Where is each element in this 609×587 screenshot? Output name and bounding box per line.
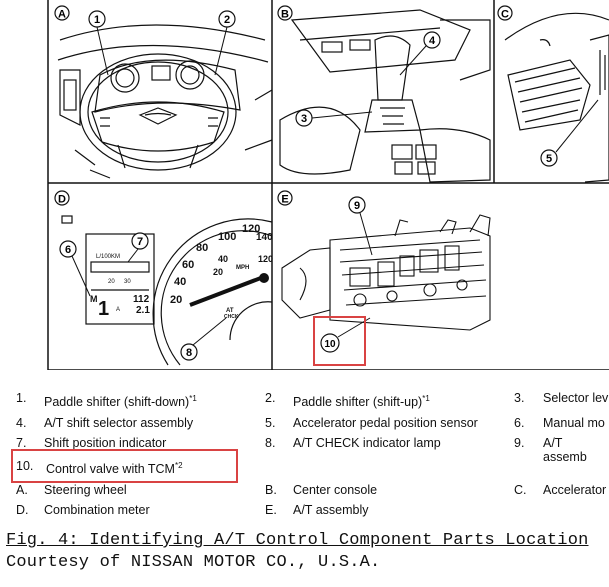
check-label: CHCK	[224, 314, 239, 320]
legend-num: 2.	[265, 391, 276, 405]
lcd-scale: 30	[124, 279, 131, 285]
panel-c-labels: C 5	[497, 5, 599, 167]
panel-b-letter: B	[281, 9, 289, 21]
callout-10-highlight	[313, 316, 366, 366]
legend-text: Combination meter	[44, 503, 150, 517]
gauge-label: 40	[174, 276, 186, 288]
legend-text: Center console	[293, 483, 378, 497]
legend-num: 1.	[16, 391, 27, 405]
panel-d-needle	[189, 273, 269, 307]
panel-a-steering-wheel	[57, 24, 273, 179]
legend-text: Selector lev	[543, 391, 609, 405]
legend-text: Shift position indicator	[44, 436, 167, 450]
panel-b-center-console	[279, 9, 491, 183]
legend-text: A/T CHECK indicator lamp	[293, 436, 441, 450]
legend-num: 4.	[16, 416, 27, 430]
legend-num: 10.	[16, 459, 34, 473]
callout-7: 7	[137, 236, 143, 248]
legend-text: A/T shift selector assembly	[44, 416, 194, 430]
gauge-label: 100	[218, 231, 236, 243]
legend-num: E.	[265, 503, 277, 517]
diagram-frame	[47, 0, 609, 370]
gauge-label: 40	[218, 254, 228, 264]
lcd-scale: 20	[108, 279, 115, 285]
legend-text: A/T assemb	[543, 436, 587, 464]
gauge-label: 120	[258, 254, 273, 264]
gauge-label: 20	[213, 267, 223, 277]
legend-text: Manual mo	[543, 416, 605, 430]
legend-num: A.	[16, 483, 28, 497]
lcd-gear-box: A	[116, 307, 120, 313]
panel-d-letter: D	[58, 194, 66, 206]
callout-5: 5	[546, 153, 552, 165]
at-label: AT	[226, 308, 234, 314]
legend-num: 3.	[514, 391, 525, 405]
legend-text: A/T assembly	[293, 503, 369, 517]
figure-credit: Courtesy of NISSAN MOTOR CO., U.S.A.	[6, 553, 381, 572]
legend-text: Paddle shifter (shift-down)	[44, 395, 190, 410]
item-10-highlight	[11, 449, 238, 483]
parts-location-diagram: A 1 2 B 4 3	[47, 0, 609, 370]
gauge-label: 80	[196, 242, 208, 254]
lcd-trip: 2.1	[136, 305, 150, 316]
legend-num: 8.	[265, 436, 276, 450]
legend-item: Paddle shifter (shift-up)*1	[293, 394, 430, 409]
callout-2: 2	[224, 14, 230, 26]
lcd-gear: 1	[98, 298, 109, 320]
legend-sup: *1	[422, 394, 430, 403]
legend-text: Accelerator	[543, 483, 607, 497]
callout-1: 1	[94, 14, 100, 26]
panel-d-combination-meter	[61, 215, 273, 366]
callout-9: 9	[354, 200, 360, 212]
callout-10: 10	[324, 339, 336, 350]
legend-text: Paddle shifter (shift-up)	[293, 395, 423, 410]
legend-sup: *1	[189, 394, 197, 403]
legend-item: Paddle shifter (shift-down)*1	[44, 394, 197, 409]
gauge-label: 60	[182, 259, 194, 271]
gauge-mph: MPH	[236, 265, 249, 271]
panel-d-labels: D 6 7 8	[54, 190, 227, 361]
legend-num: C.	[514, 483, 527, 497]
legend-sup: *2	[174, 461, 183, 470]
lcd-unit: L/100KM	[96, 254, 120, 260]
lcd-odo: 112	[133, 294, 150, 305]
panel-c-letter: C	[501, 9, 509, 21]
legend-num: B.	[265, 483, 277, 497]
legend-num: D.	[16, 503, 29, 517]
panel-d-gauge-text: 100 120 140 160 80 60 40 20 40 20 120 MP…	[170, 223, 273, 320]
gauge-label: 120	[242, 223, 260, 235]
callout-4: 4	[429, 35, 436, 47]
panel-e-letter: E	[281, 194, 288, 206]
legend-num: 9.	[514, 436, 525, 450]
panel-a-labels: A 1 2	[54, 5, 236, 76]
legend-num: 7.	[16, 436, 27, 450]
panel-b-labels: B 4 3	[277, 5, 441, 127]
legend-text: Steering wheel	[44, 483, 127, 497]
panel-c-accelerator-pedal	[504, 12, 609, 183]
callout-8: 8	[186, 347, 192, 359]
legend-text: Control valve with TCM	[46, 462, 175, 477]
figure-title: Fig. 4: Identifying A/T Control Componen…	[6, 531, 589, 550]
callout-3: 3	[301, 113, 307, 125]
lcd-gear-prefix: M	[90, 294, 98, 304]
gauge-label: 140	[256, 232, 273, 243]
panel-d-lcd: L/100KM 20 30 M 1 112 2.1 A	[90, 254, 150, 320]
panel-e-labels: E 9 10	[277, 190, 373, 366]
legend-item: Control valve with TCM*2	[46, 461, 183, 476]
legend-text: Accelerator pedal position sensor	[293, 416, 478, 430]
panel-e-at-assembly	[281, 214, 491, 331]
callout-6: 6	[65, 244, 71, 256]
gauge-label: 20	[170, 294, 182, 306]
panel-a-letter: A	[58, 9, 66, 21]
legend-num: 6.	[514, 416, 525, 430]
legend-num: 5.	[265, 416, 276, 430]
